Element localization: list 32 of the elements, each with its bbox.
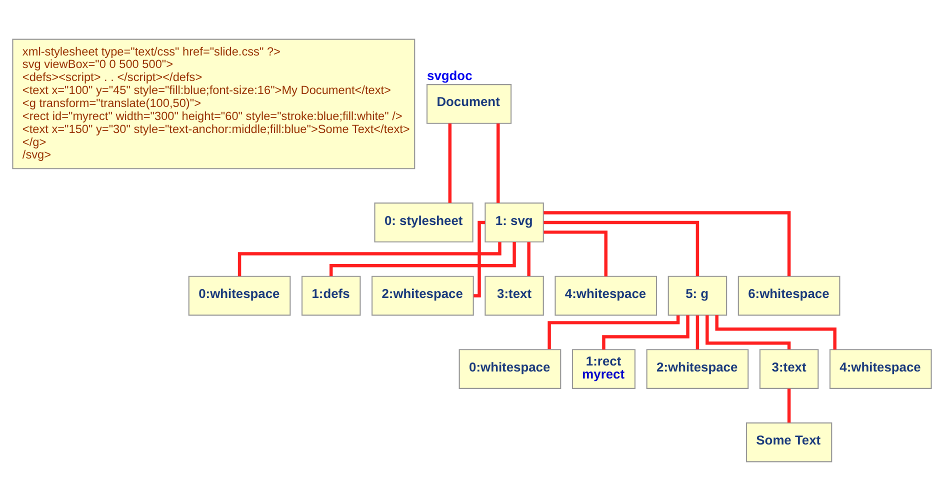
node-box: 0:whitespace xyxy=(188,276,291,316)
connector xyxy=(330,242,516,276)
node-box: 0: stylesheet xyxy=(374,202,474,242)
connector xyxy=(548,315,680,350)
node-box: 2:whitespace xyxy=(372,276,474,316)
connector xyxy=(544,220,700,276)
node-box: 6:whitespace xyxy=(738,276,840,316)
node-box: Document xyxy=(426,84,512,124)
node-box: 2:whitespace xyxy=(646,349,749,389)
connector xyxy=(696,315,700,350)
connector xyxy=(238,242,502,276)
node-box: 1:defs xyxy=(301,276,361,316)
node-box: 3:text xyxy=(759,349,819,389)
node-box: Some Text xyxy=(746,422,832,462)
node-box: 1:rect myrect xyxy=(572,349,636,389)
node-box: 1: svg xyxy=(484,202,544,242)
node-box: 4:whitespace xyxy=(829,349,932,389)
node-label: svgdoc xyxy=(427,68,472,83)
connector xyxy=(527,242,530,276)
node-box: 0:whitespace xyxy=(458,349,562,389)
connector xyxy=(474,220,486,298)
connector xyxy=(787,388,791,423)
node-box: 5: g xyxy=(668,276,728,316)
connector xyxy=(448,124,452,203)
connector xyxy=(706,315,791,350)
connector xyxy=(496,124,500,203)
connector xyxy=(544,230,608,276)
node-box: 3:text xyxy=(484,276,544,316)
connector xyxy=(544,211,791,276)
node-box: 4:whitespace xyxy=(554,276,658,316)
connector xyxy=(602,315,690,350)
node-box: xml-stylesheet type="text/css" href="slide.css" ?> svg viewBox="0 0 500 500"> <defs><script> . . </script></defs> <text x="100" y="45" style="fill:blue;font-size:16">My Document</text> <g transform="translate(100,50)"> <rect id="myrect" width="300" height="60" style="stroke:blue;fill:white" /> <text x="150" y="30" style="text-anchor:middle;fill:blue">Some Text</text> </g> /svg> xyxy=(12,38,416,170)
